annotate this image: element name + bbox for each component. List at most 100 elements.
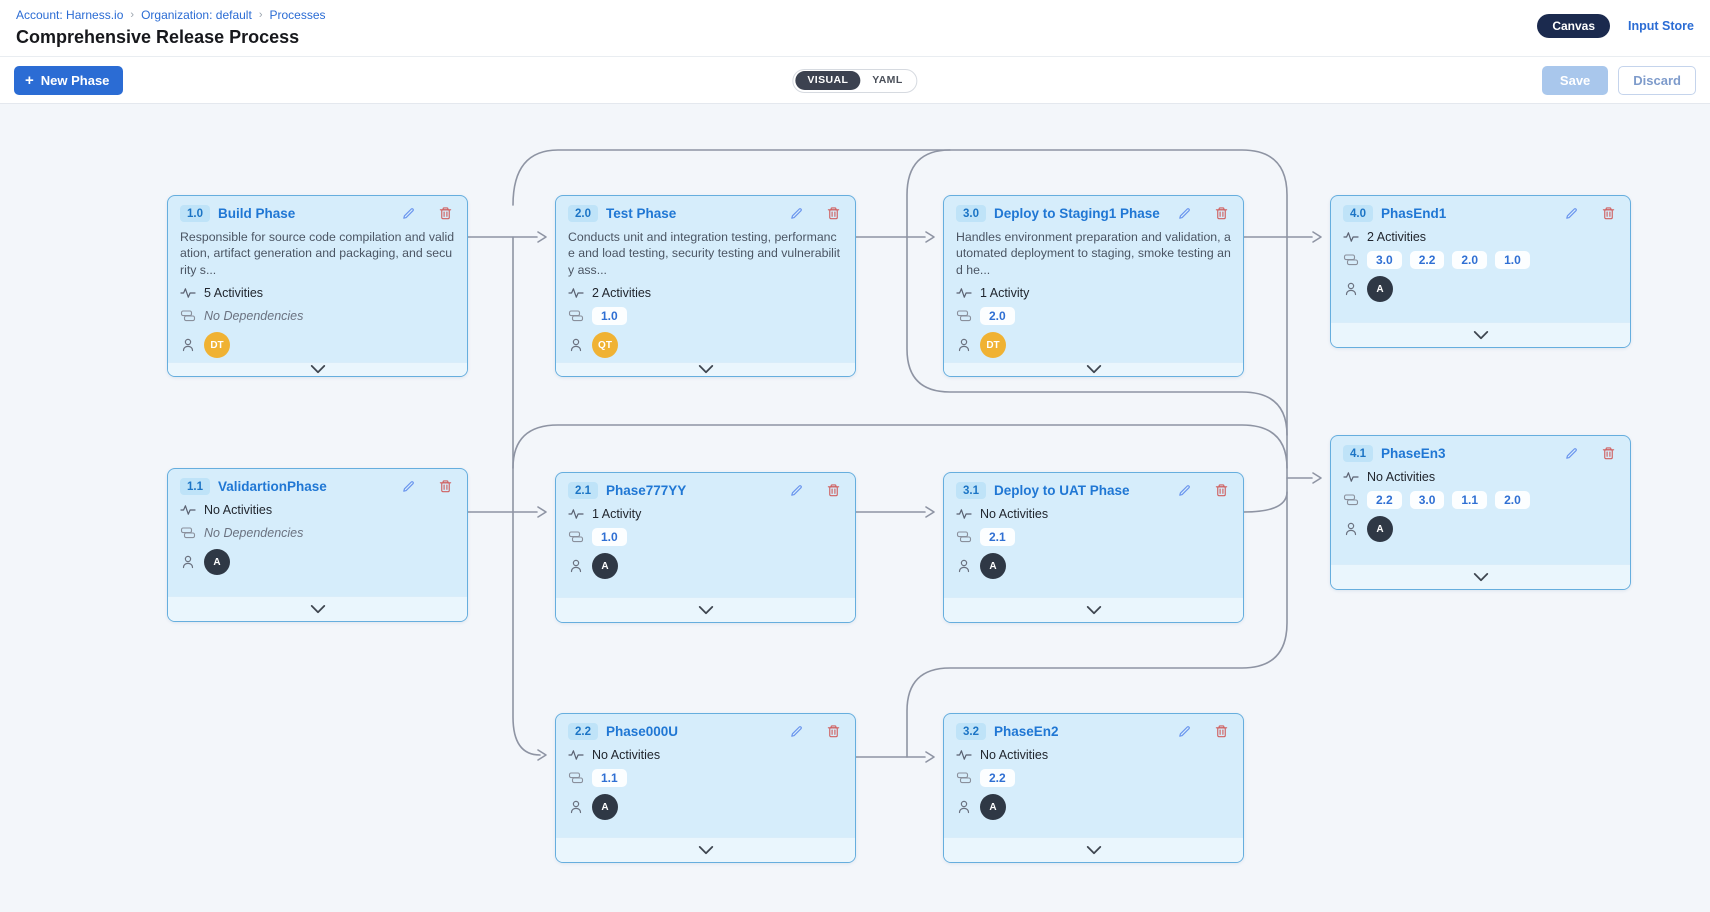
delete-phase-icon[interactable] — [826, 483, 841, 498]
phase-card-body: 2.0 Test Phase — [556, 196, 855, 362]
breadcrumb-account-link[interactable]: Account: Harness.io — [16, 8, 124, 22]
edit-phase-icon[interactable] — [401, 479, 416, 494]
phase-card[interactable]: 1.0 Build Phase — [167, 195, 468, 377]
new-phase-button[interactable]: + New Phase — [14, 66, 124, 95]
phase-expand-button[interactable] — [556, 362, 855, 376]
phase-dependencies-row: 2.1 — [956, 528, 1231, 546]
discard-button[interactable]: Discard — [1618, 66, 1696, 95]
phase-expand-button[interactable] — [1331, 322, 1630, 347]
phase-dependencies-content: 1.0 — [592, 528, 635, 546]
phase-actions — [789, 483, 843, 498]
breadcrumb-organization-link[interactable]: Organization: default — [141, 8, 252, 22]
avatar: A — [1367, 516, 1393, 542]
canvas-toggle-pill[interactable]: Canvas — [1537, 14, 1611, 38]
edit-phase-icon[interactable] — [1177, 483, 1192, 498]
phase-card-header: 3.1 Deploy to UAT Phase — [956, 482, 1231, 499]
phase-activities-label: 1 Activity — [592, 507, 642, 521]
chevron-down-icon — [1473, 330, 1488, 339]
phase-title: Deploy to UAT Phase — [994, 483, 1130, 498]
delete-phase-icon[interactable] — [1214, 483, 1229, 498]
delete-phase-icon[interactable] — [1214, 206, 1229, 221]
delete-phase-icon[interactable] — [826, 724, 841, 739]
breadcrumb-separator-icon: › — [130, 9, 135, 21]
dependency-chip: 1.1 — [1452, 491, 1488, 509]
phase-assignee-row: A — [568, 553, 843, 579]
avatar: A — [592, 553, 618, 579]
activity-pulse-icon — [568, 288, 584, 298]
phase-dependencies-content: No Dependencies — [204, 309, 303, 323]
phase-card[interactable]: 3.1 Deploy to UAT Phase — [943, 472, 1244, 623]
dependencies-icon — [180, 527, 196, 539]
input-store-link[interactable]: Input Store — [1628, 19, 1694, 33]
save-button[interactable]: Save — [1541, 66, 1609, 95]
activity-pulse-icon — [1343, 232, 1359, 242]
phase-title: Deploy to Staging1 Phase — [994, 206, 1160, 221]
edit-phase-icon[interactable] — [1177, 724, 1192, 739]
delete-phase-icon[interactable] — [1214, 724, 1229, 739]
phase-card-header: 4.0 PhasEnd1 — [1343, 205, 1618, 222]
phase-title: Phase000U — [606, 724, 679, 739]
phase-card[interactable]: 2.1 Phase777YY — [555, 472, 856, 623]
phase-assignee-row: DT — [956, 332, 1231, 359]
phase-dependencies-content: 2.2 3.0 1.1 2.0 — [1367, 491, 1538, 509]
breadcrumb-processes-link[interactable]: Processes — [269, 8, 326, 22]
tab-visual[interactable]: VISUAL — [795, 70, 861, 91]
phase-card[interactable]: 3.2 PhaseEn2 — [943, 713, 1244, 863]
chevron-down-icon — [698, 845, 713, 854]
phase-expand-button[interactable] — [944, 597, 1243, 622]
phase-expand-button[interactable] — [944, 362, 1243, 376]
edit-phase-icon[interactable] — [1564, 206, 1579, 221]
phase-card[interactable]: 3.0 Deploy to Staging1 Phase — [943, 195, 1244, 377]
phase-title: Test Phase — [606, 206, 677, 221]
phase-activities-row: 2 Activities — [1343, 229, 1618, 245]
edit-phase-icon[interactable] — [1564, 446, 1579, 461]
dependency-chip: 3.0 — [1409, 491, 1445, 509]
phase-expand-button[interactable] — [1331, 564, 1630, 589]
delete-phase-icon[interactable] — [438, 206, 453, 221]
phase-card[interactable]: 2.0 Test Phase — [555, 195, 856, 377]
phase-expand-button[interactable] — [556, 837, 855, 862]
delete-phase-icon[interactable] — [438, 479, 453, 494]
person-icon — [570, 800, 582, 814]
edit-phase-icon[interactable] — [401, 206, 416, 221]
phase-activities-label: 1 Activity — [980, 286, 1030, 301]
person-icon — [958, 338, 970, 352]
phase-description: Handles environment preparation and vali… — [956, 230, 1231, 277]
avatar: A — [204, 549, 230, 575]
phase-actions — [1177, 206, 1231, 221]
phase-card[interactable]: 4.0 PhasEnd1 — [1330, 195, 1631, 348]
toolbar: + New Phase VISUAL YAML Save Discard — [0, 58, 1710, 104]
edit-phase-icon[interactable] — [789, 483, 804, 498]
phase-expand-button[interactable] — [168, 362, 467, 376]
phase-card-body: 4.0 PhasEnd1 — [1331, 196, 1630, 322]
phase-card[interactable]: 1.1 ValidartionPhase — [167, 468, 468, 622]
delete-phase-icon[interactable] — [826, 206, 841, 221]
phase-card-body: 3.0 Deploy to Staging1 Phase — [944, 196, 1243, 362]
dependency-chip: 2.2 — [1367, 491, 1402, 509]
phase-actions — [1177, 483, 1231, 498]
tab-yaml[interactable]: YAML — [872, 73, 903, 86]
phase-title: PhaseEn3 — [1381, 446, 1446, 461]
dependency-chip: 1.1 — [592, 769, 627, 787]
phase-expand-button[interactable] — [944, 837, 1243, 862]
phase-dependencies-content: No Dependencies — [204, 526, 303, 540]
phase-expand-button[interactable] — [168, 596, 467, 621]
delete-phase-icon[interactable] — [1601, 206, 1616, 221]
dependency-chip: 2.0 — [1495, 491, 1530, 509]
phase-activities-row: 1 Activity — [956, 285, 1231, 301]
phase-dependencies-row: No Dependencies — [180, 525, 455, 541]
phase-expand-button[interactable] — [556, 597, 855, 622]
delete-phase-icon[interactable] — [1601, 446, 1616, 461]
edit-phase-icon[interactable] — [1177, 206, 1192, 221]
dependencies-icon — [568, 772, 584, 784]
phase-id-badge: 4.0 — [1343, 205, 1373, 222]
edit-phase-icon[interactable] — [789, 724, 804, 739]
chevron-down-icon — [698, 365, 713, 374]
phase-card[interactable]: 2.2 Phase000U — [555, 713, 856, 863]
person-icon — [958, 559, 970, 573]
edit-phase-icon[interactable] — [789, 206, 804, 221]
activity-pulse-icon — [956, 750, 972, 760]
phase-card[interactable]: 4.1 PhaseEn3 — [1330, 435, 1631, 590]
phase-card-header: 1.1 ValidartionPhase — [180, 478, 455, 495]
